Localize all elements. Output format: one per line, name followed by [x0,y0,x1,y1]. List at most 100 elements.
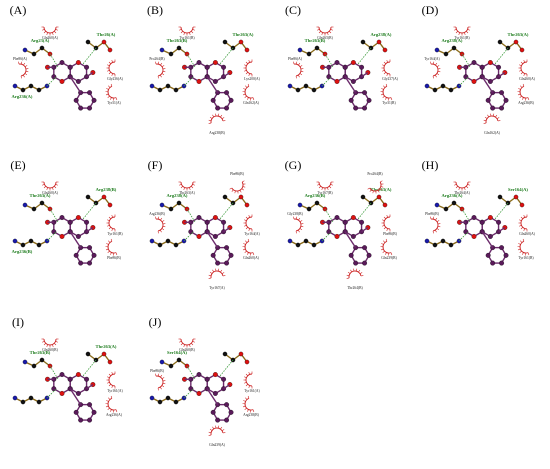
hydrophobic-arc [382,85,392,99]
hydrophobic-arc [231,181,244,192]
hydrophobic-spoke [381,88,384,90]
atom [334,60,340,65]
hydrophobic-spoke [517,248,521,251]
atom [36,87,42,93]
hydrophobic-spoke [327,187,329,190]
hydrophobic-contact-icon [430,216,441,234]
bond [206,231,219,249]
hydrophobic-spoke [113,409,115,413]
residue-hydrophobic-label: Phe86(B) [150,369,165,373]
hydrophobic-spoke [113,97,115,101]
atom [443,51,449,57]
hydrophobic-spoke [52,187,54,190]
hydrophobic-spoke [329,31,332,34]
atom [222,39,228,45]
residue-hydrophobic-label: Thr264(A) [454,191,470,195]
hydrophobic-spoke [242,403,246,405]
residue-hbond-label: Ser164(A) [508,187,528,192]
hydrophobic-spoke [367,187,370,190]
hydrophobic-spoke [180,343,183,346]
residue-hydrophobic-label: Tyr161(A) [107,389,123,393]
residue-hydrophobic-label: Arg238(B) [209,131,226,135]
hydrophobic-contact-icon [293,61,304,79]
residue-hydrophobic-label: Arg236(A) [106,413,123,417]
hydrophobic-spoke [54,186,57,189]
atom [479,219,485,225]
hydrophobic-spoke [55,184,58,186]
hydrophobic-contact-icon [316,181,334,191]
hydrophobic-arc [293,63,302,77]
hydrophobic-contact-icon [483,113,501,124]
hydrophobic-arc [293,218,302,232]
hydrophobic-arc [155,218,164,232]
atom [487,233,493,239]
hydrogen-bond [219,47,234,65]
atom [451,200,457,206]
hydrophobic-contact-icon [18,61,29,79]
hydrophobic-arc [318,26,332,34]
hydrophobic-contact-icon [106,59,116,77]
atom [196,372,202,377]
bond [498,226,506,233]
hydrophobic-spoke [52,32,54,35]
atom [67,64,73,70]
atom [188,74,194,80]
hydrophobic-spoke [110,395,113,399]
atom [212,78,218,84]
residue-hydrophobic-label: Pro264(B) [367,172,383,176]
atom [59,215,65,220]
hydrophobic-arc [180,338,194,346]
atom [311,87,317,93]
residue-hydrophobic-label: Gln260(A) [243,256,260,260]
residue-hydrophobic-label: Tyr161(B) [179,36,195,40]
hydrophobic-spoke [436,220,440,223]
hydrophobic-spoke [518,88,521,90]
hydrophobic-spoke [106,243,109,245]
hydrogen-bond [494,47,509,65]
hydrophobic-spoke [54,343,57,346]
atom [350,78,356,84]
residue-hydrophobic-label: Lys200(A) [244,77,260,81]
hydrophobic-spoke [520,227,523,230]
residue-hydrophobic-label: Gln260(B) [179,348,195,352]
hydrophobic-arc [210,115,224,124]
hydrogen-bond [82,47,97,65]
hydrophobic-spoke [244,70,247,72]
atom [59,233,65,239]
hydrophobic-spoke [298,62,301,66]
atom [448,87,454,93]
atom [39,200,45,206]
atom [443,206,449,212]
atom [75,78,81,84]
hydrophobic-spoke [111,385,113,388]
atom [440,83,446,89]
atom [149,83,155,89]
hydrophobic-spoke [520,61,523,64]
atom [196,233,202,239]
hydrophobic-arc [455,181,469,189]
atom [22,359,28,365]
hydrophobic-spoke [245,61,248,64]
hydrophobic-spoke [189,344,191,347]
atom [496,64,502,70]
panel-i: (I)Thr263(B)Thr263(A)Gln260(B)Tyr161(A)A… [12,315,123,423]
atom [212,60,218,65]
hydrophobic-spoke [221,117,225,120]
hydrophobic-spoke [383,240,386,243]
hydrophobic-spoke [382,219,385,221]
hydrophobic-spoke [520,72,523,75]
atom [221,376,227,382]
hydrophobic-spoke [356,268,358,272]
panel-label: (G) [285,158,302,172]
atom [73,97,79,103]
hydrophobic-spoke [159,74,162,78]
hydrophobic-arc [318,181,332,189]
atom [287,238,293,244]
hydrophobic-spoke [455,31,458,34]
atom [87,260,93,266]
hydrophobic-arc [383,216,391,230]
hydrophobic-spoke [466,186,469,189]
hydrophobic-spoke [527,252,530,256]
hydrophobic-spoke [105,405,109,408]
atom [204,376,210,382]
